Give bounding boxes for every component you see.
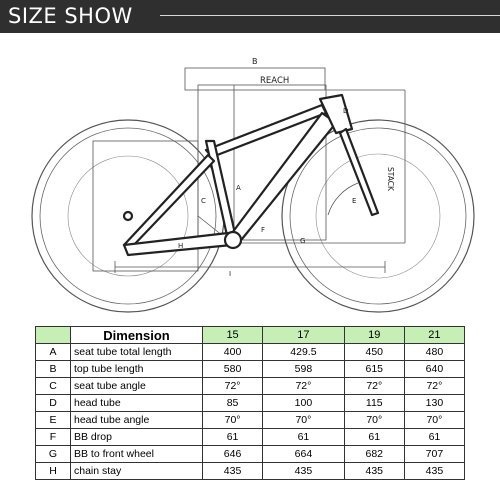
bike-geometry-diagram: B REACH STACK A C D E F G H I [0,33,500,320]
row-value: 400 [201,343,264,361]
row-value: 72° [343,377,405,395]
row-value: 429.5 [262,343,345,361]
row-dimension-name: BB drop [70,428,203,446]
row-value: 435 [201,462,264,480]
row-code: F [35,428,71,446]
row-dimension-name: head tube [70,394,203,412]
row-dimension-name: BB to front wheel [70,445,203,463]
row-value: 72° [262,377,345,395]
row-code: E [35,411,71,429]
row-dimension-name: seat tube total length [70,343,203,361]
row-dimension-name: chain stay [70,462,203,480]
label-reach: REACH [260,76,289,86]
row-value: 598 [262,360,345,378]
row-value: 70° [201,411,264,429]
row-value: 100 [262,394,345,412]
row-code: B [35,360,71,378]
column-header-size: 15 [201,326,264,344]
column-header-size: 19 [343,326,405,344]
row-value: 70° [343,411,405,429]
label-e: E [352,197,356,205]
label-h: H [178,242,183,250]
frame-tubes [122,93,380,257]
front-wheel [281,119,475,313]
label-d: D [343,107,348,115]
row-value: 61 [403,428,466,446]
row-value: 70° [403,411,466,429]
row-value: 480 [403,343,466,361]
row-value: 61 [201,428,264,446]
row-value: 615 [343,360,405,378]
row-value: 707 [403,445,466,463]
column-header-dimension: Dimension [70,326,203,344]
label-b: B [252,57,258,66]
row-value: 85 [201,394,264,412]
geometry-guides [92,67,406,273]
row-value: 580 [201,360,264,378]
row-code: H [35,462,71,480]
row-dimension-name: head tube angle [70,411,203,429]
column-header-size: 17 [262,326,345,344]
row-code: A [35,343,71,361]
row-value: 61 [262,428,345,446]
label-g: G [300,237,305,245]
bike-frame-drawing: B REACH STACK A C D E F G H I [31,57,475,313]
row-value: 115 [343,394,405,412]
row-code: C [35,377,71,395]
table-corner-cell [35,326,71,344]
row-value: 435 [403,462,466,480]
row-value: 70° [262,411,345,429]
row-value: 72° [403,377,466,395]
label-stack: STACK [386,167,395,192]
row-dimension-name: seat tube angle [70,377,203,395]
page-title: SIZE SHOW [8,4,133,28]
row-value: 664 [262,445,345,463]
row-value: 450 [343,343,405,361]
label-c: C [201,197,206,205]
row-value: 61 [343,428,405,446]
header-divider [160,15,500,16]
row-dimension-name: top tube length [70,360,203,378]
header-bar: SIZE SHOW [0,0,500,33]
row-value: 72° [201,377,264,395]
row-value: 435 [262,462,345,480]
table-header-row: Dimension 15 17 19 21 [35,326,466,344]
row-value: 682 [343,445,405,463]
row-code: D [35,394,71,412]
label-f: F [261,226,265,234]
label-i: I [229,270,231,278]
row-code: G [35,445,71,463]
column-header-size: 21 [403,326,466,344]
row-value: 646 [201,445,264,463]
row-value: 435 [343,462,405,480]
label-a: A [236,184,241,192]
row-value: 130 [403,394,466,412]
row-value: 640 [403,360,466,378]
